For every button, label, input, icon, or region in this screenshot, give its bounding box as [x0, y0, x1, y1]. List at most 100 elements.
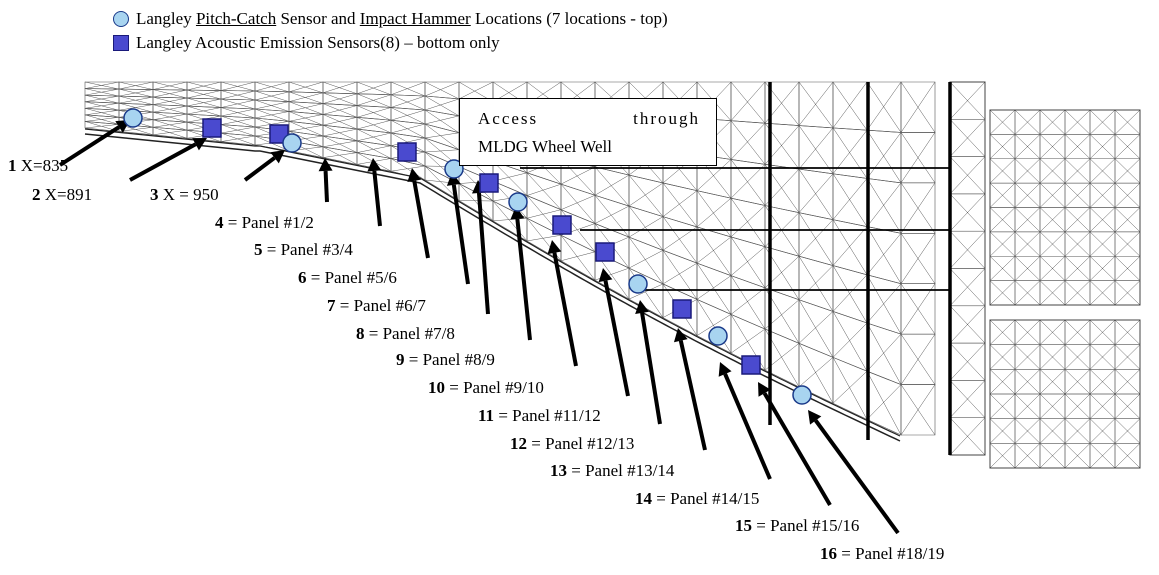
location-text: = Panel #14/15 [652, 489, 760, 508]
location-text: = Panel #6/7 [335, 296, 426, 315]
mesh-diagonal [118, 81, 154, 90]
callout-word-access: Access [478, 109, 539, 128]
mesh-diagonal [288, 92, 324, 102]
mesh-diagonal [628, 236, 664, 285]
mesh-diagonal [322, 81, 358, 94]
mesh-diagonal [730, 246, 766, 276]
callout-line-1: Access through [478, 109, 700, 129]
mesh-diagonal [1089, 443, 1116, 469]
mesh-diagonal [1114, 443, 1141, 469]
arrow-shaft [603, 280, 630, 397]
location-text: = Panel #11/12 [494, 406, 601, 425]
mesh-diagonal [949, 380, 986, 418]
mesh-diagonal [254, 91, 290, 101]
mesh-diagonal [832, 178, 868, 220]
location-number: 15 [735, 516, 752, 535]
mesh-diagonal [866, 322, 902, 385]
mesh-diagonal [1014, 344, 1041, 370]
mesh-diagonal [1114, 369, 1141, 395]
mesh-diagonal [254, 108, 290, 122]
mesh-diagonal [220, 81, 256, 91]
location-number: 16 [820, 544, 837, 563]
mesh-diagonal [118, 104, 154, 111]
mesh-diagonal [526, 209, 562, 219]
mesh-diagonal [949, 417, 986, 456]
mesh-diagonal [356, 132, 392, 142]
mesh-diagonal [1039, 443, 1066, 469]
mesh-diagonal [1039, 344, 1066, 370]
mesh-diagonal [186, 90, 222, 99]
mesh-diagonal [152, 105, 188, 113]
callout-word-through: through [633, 109, 700, 128]
arrow-head [192, 138, 207, 151]
location-number: 12 [510, 434, 527, 453]
mesh-diagonal [989, 182, 1016, 208]
location-number: 1 [8, 156, 17, 175]
mesh-diagonal [798, 81, 834, 129]
mesh-diagonal [1114, 319, 1141, 345]
mesh-diagonal [424, 95, 460, 117]
mesh-diagonal [1014, 109, 1041, 135]
mesh-diagonal [989, 207, 1016, 233]
acoustic-sensor-marker [741, 355, 761, 375]
mesh-diagonal [866, 233, 902, 275]
mesh-diagonal [424, 149, 460, 153]
mesh-diagonal [1014, 182, 1041, 208]
mesh-diagonal [322, 140, 358, 148]
outer-skin-line [84, 133, 901, 442]
mesh-diagonal [798, 127, 834, 170]
mesh-diagonal [390, 95, 426, 108]
arrow-head [270, 150, 285, 164]
mesh-diagonal [1014, 207, 1041, 233]
mesh-diagonal [949, 305, 986, 344]
mesh-diagonal [1064, 158, 1091, 184]
mesh-diagonal [424, 123, 460, 150]
mesh-diagonal [1114, 134, 1141, 159]
mesh-diagonal [1039, 280, 1066, 306]
mesh-diagonal [696, 314, 732, 336]
mesh-diagonal [84, 88, 120, 96]
mesh-diagonal [1064, 443, 1091, 469]
mesh-diagonal [1089, 207, 1116, 233]
mesh-diagonal [730, 287, 766, 315]
mesh-diagonal [696, 263, 732, 315]
mesh-diagonal [424, 109, 460, 133]
location-label: 1 X=835 [8, 156, 68, 176]
mesh-diagonal [84, 124, 120, 129]
mesh-cell [1114, 280, 1141, 306]
mesh-diagonal [1089, 280, 1116, 306]
mesh-diagonal [356, 105, 392, 121]
mesh-diagonal [322, 128, 358, 137]
mesh-diagonal [866, 274, 902, 335]
acoustic-sensor-marker [397, 142, 417, 162]
location-label: 6 = Panel #5/6 [298, 268, 397, 288]
location-text: = Panel #15/16 [752, 516, 860, 535]
mesh-diagonal [989, 256, 1016, 281]
mesh-diagonal [560, 235, 596, 281]
mesh-diagonal [730, 81, 766, 124]
mesh-diagonal [254, 81, 290, 92]
mesh-diagonal [798, 256, 834, 312]
mesh-diagonal [390, 109, 426, 121]
arrow-head [758, 382, 771, 397]
mesh-diagonal [1089, 182, 1116, 208]
mesh-diagonal [798, 125, 834, 174]
mesh-diagonal [730, 164, 766, 199]
pitch-catch-sensor-marker [282, 133, 302, 153]
location-label: 11 = Panel #11/12 [478, 406, 601, 426]
arrow-shaft [814, 419, 900, 535]
arrow-shaft [412, 180, 430, 259]
mesh-diagonal [866, 81, 902, 131]
mesh-diagonal [1039, 109, 1066, 135]
arrow-head [808, 410, 822, 425]
mesh-diagonal [1039, 319, 1066, 345]
mesh-diagonal [1014, 134, 1041, 159]
arrow-shaft [515, 218, 532, 341]
location-number: 13 [550, 461, 567, 480]
location-number: 7 [327, 296, 336, 315]
location-number: 4 [215, 213, 224, 232]
mesh-diagonal [1114, 418, 1141, 444]
acoustic-sensor-marker [672, 299, 692, 319]
mesh-diagonal [390, 120, 426, 139]
